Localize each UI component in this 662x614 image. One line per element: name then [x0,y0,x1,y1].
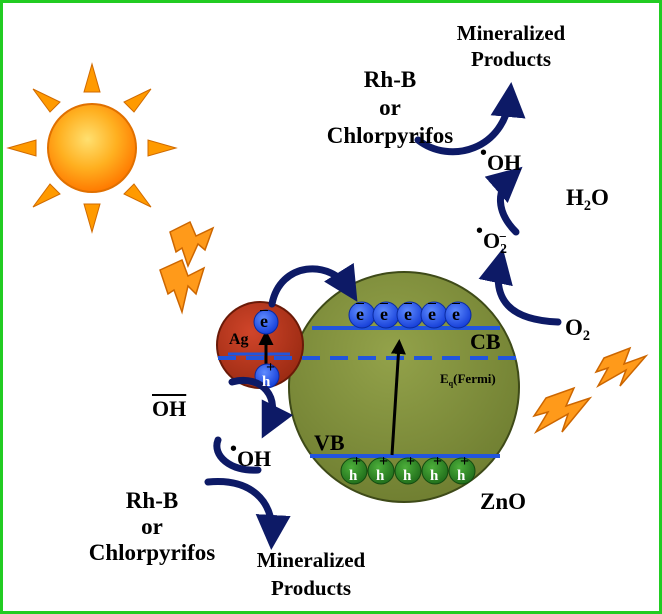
hole-symbol: h [376,468,385,484]
conduction-band-label: CB [470,329,501,354]
metal-label: Ag [229,331,249,348]
electron-symbol: e [380,304,388,324]
hole-plus: + [460,453,470,470]
hole-symbol: h [403,468,412,484]
radical-arrow [213,436,262,474]
fermi-level-label: Eq(Fermi) [440,371,496,388]
bottom-reactant-label: Rh-B or Chlorpyrifos [88,488,216,565]
ag-hole-plus: + [266,359,276,376]
ag-electron [253,309,279,335]
semiconductor-label: ZnO [480,489,527,514]
excitation-arrow [390,339,406,456]
hole-symbol: h [457,468,466,484]
water-label: H2O [566,185,609,214]
ag-hole-symbol: h [262,374,271,390]
electron-symbol: e [428,304,436,324]
electron-symbol: e [452,304,460,324]
hole-symbol: h [349,468,358,484]
electron-symbol: e [404,304,412,324]
top-degradation-arrow [414,82,526,156]
transfer-arrow [268,262,358,308]
lightning-icon [159,220,215,315]
hole-plus: + [379,453,389,470]
hole-plus: + [406,453,416,470]
hydroxyl-radical-bottom: •OH [230,438,272,471]
bottom-degradation-arrow [204,478,291,550]
h2o-arrow [484,166,523,236]
superoxide-label: •O2− [476,220,507,256]
electron-symbol: e [356,304,364,324]
hole-plus: + [433,453,443,470]
hydroxyl-radical-top: •OH [480,142,522,175]
valence-band-label: VB [314,430,345,455]
top-reactant-label: Rh-B or Chlorpyrifos [326,67,454,148]
lightning-icon [532,346,649,435]
bottom-product-label: Mineralized Products [256,548,366,600]
cb-electrons [348,301,472,329]
hole-symbol: h [430,468,439,484]
o2-reduction-arrow [478,248,562,326]
vb-holes [340,457,476,485]
hydroxide-oxidation-arrow [228,377,294,439]
top-product-label: Mineralized Products [456,21,566,71]
oxygen-label: O2 [565,315,591,344]
hole-plus: + [352,453,362,470]
ag-electron-symbol: e [260,311,268,331]
sun-icon [6,62,178,234]
hydroxide-ion-label: OH [152,396,187,421]
